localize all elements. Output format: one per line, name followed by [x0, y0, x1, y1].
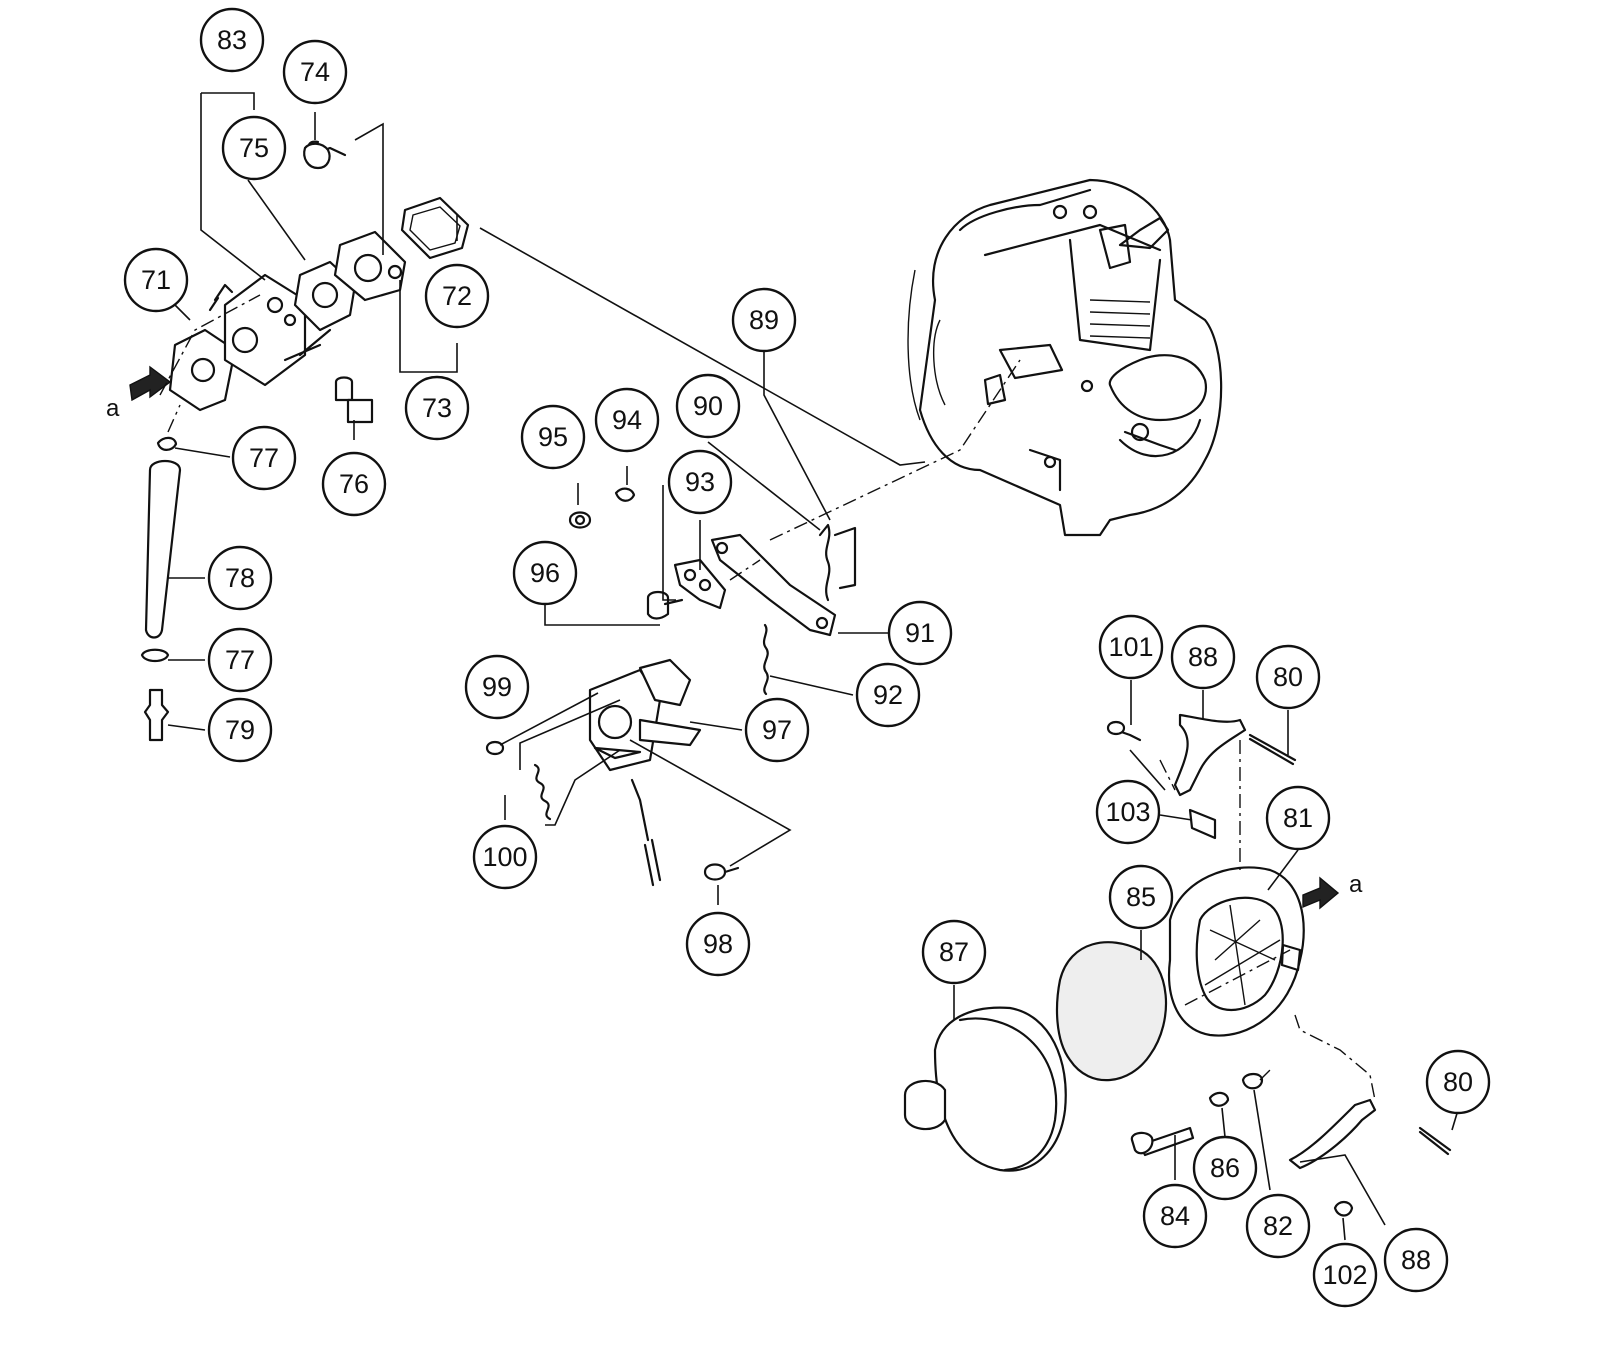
callout-95: 95	[520, 404, 586, 470]
callout-84: 84	[1142, 1183, 1208, 1249]
direction-arrow-right	[1302, 876, 1340, 910]
callout-91: 91	[887, 600, 953, 666]
callout-77-lower: 77	[207, 627, 273, 693]
callout-92: 92	[855, 662, 921, 728]
callout-99: 99	[464, 654, 530, 720]
callout-85-text: 85	[1126, 882, 1156, 912]
callout-80-lower: 80	[1425, 1049, 1491, 1115]
callout-84-text: 84	[1160, 1201, 1190, 1231]
callout-91-text: 91	[905, 618, 935, 648]
engine-block	[907, 178, 1223, 537]
callout-74: 74	[282, 39, 348, 105]
callout-76: 76	[321, 451, 387, 517]
callout-100-text: 100	[482, 842, 527, 872]
callout-103: 103	[1095, 779, 1161, 845]
callout-75: 75	[221, 115, 287, 181]
callout-103-text: 103	[1105, 797, 1150, 827]
callout-72: 72	[424, 263, 490, 329]
callout-93-text: 93	[685, 467, 715, 497]
callout-78-text: 78	[225, 563, 255, 593]
callout-78: 78	[207, 545, 273, 611]
callout-96-text: 96	[530, 558, 560, 588]
callout-labels: 83 74 75 71 72 73 76 77 78 77 79 89 90 9…	[123, 7, 1491, 1308]
callout-77-lower-text: 77	[225, 645, 255, 675]
callout-97: 97	[744, 697, 810, 763]
callout-98: 98	[685, 911, 751, 977]
callout-86-text: 86	[1210, 1153, 1240, 1183]
direction-label-left: a	[106, 395, 120, 422]
callout-90: 90	[675, 373, 741, 439]
callout-83: 83	[199, 7, 265, 73]
callout-81: 81	[1265, 785, 1331, 851]
direction-label-right: a	[1349, 871, 1363, 898]
carburetor-assembly	[168, 140, 470, 424]
callout-101-text: 101	[1108, 632, 1153, 662]
callout-88-lower: 88	[1383, 1227, 1449, 1293]
callout-99-text: 99	[482, 672, 512, 702]
callout-71: 71	[123, 247, 189, 313]
part-drawings	[129, 92, 1459, 1241]
callout-83-text: 83	[217, 25, 247, 55]
callout-86: 86	[1192, 1135, 1258, 1201]
assembly-centre-lines	[159, 294, 1376, 1101]
callout-92-text: 92	[873, 680, 903, 710]
callout-73-text: 73	[422, 393, 452, 423]
callout-88-lower-text: 88	[1401, 1245, 1431, 1275]
callout-87-text: 87	[939, 937, 969, 967]
callout-88-upper: 88	[1170, 624, 1236, 690]
callout-81-text: 81	[1283, 803, 1313, 833]
callout-102: 102	[1312, 1242, 1378, 1308]
callout-80-upper-text: 80	[1273, 662, 1303, 692]
callout-77-upper: 77	[231, 425, 297, 491]
callout-100: 100	[472, 824, 538, 890]
direction-arrow-left	[129, 365, 172, 402]
callout-98-text: 98	[703, 929, 733, 959]
callout-82-text: 82	[1263, 1211, 1293, 1241]
callout-74-text: 74	[300, 57, 330, 87]
callout-88-upper-text: 88	[1188, 642, 1218, 672]
callout-94: 94	[594, 387, 660, 453]
callout-89-text: 89	[749, 305, 779, 335]
callout-89: 89	[731, 287, 797, 353]
callout-85: 85	[1108, 864, 1174, 930]
air-filter-assembly	[903, 713, 1452, 1217]
callout-95-text: 95	[538, 422, 568, 452]
callout-90-text: 90	[693, 391, 723, 421]
leader-lines	[167, 92, 1459, 1241]
callout-79-text: 79	[225, 715, 255, 745]
callout-80-lower-text: 80	[1443, 1067, 1473, 1097]
callout-77-upper-text: 77	[249, 443, 279, 473]
callout-71-text: 71	[141, 265, 171, 295]
callout-102-text: 102	[1322, 1260, 1367, 1290]
throttle-lever	[485, 658, 740, 887]
throttle-linkage	[568, 487, 857, 696]
callout-79: 79	[207, 697, 273, 763]
callout-101: 101	[1098, 614, 1164, 680]
callout-73: 73	[404, 375, 470, 441]
fuel-line	[140, 436, 182, 742]
callout-80-upper: 80	[1255, 644, 1321, 710]
callout-76-text: 76	[339, 469, 369, 499]
callout-93: 93	[667, 449, 733, 515]
callout-72-text: 72	[442, 281, 472, 311]
callout-97-text: 97	[762, 715, 792, 745]
callout-94-text: 94	[612, 405, 642, 435]
callout-96: 96	[512, 540, 578, 606]
callout-75-text: 75	[239, 133, 269, 163]
callout-87: 87	[921, 919, 987, 985]
callout-82: 82	[1245, 1193, 1311, 1259]
